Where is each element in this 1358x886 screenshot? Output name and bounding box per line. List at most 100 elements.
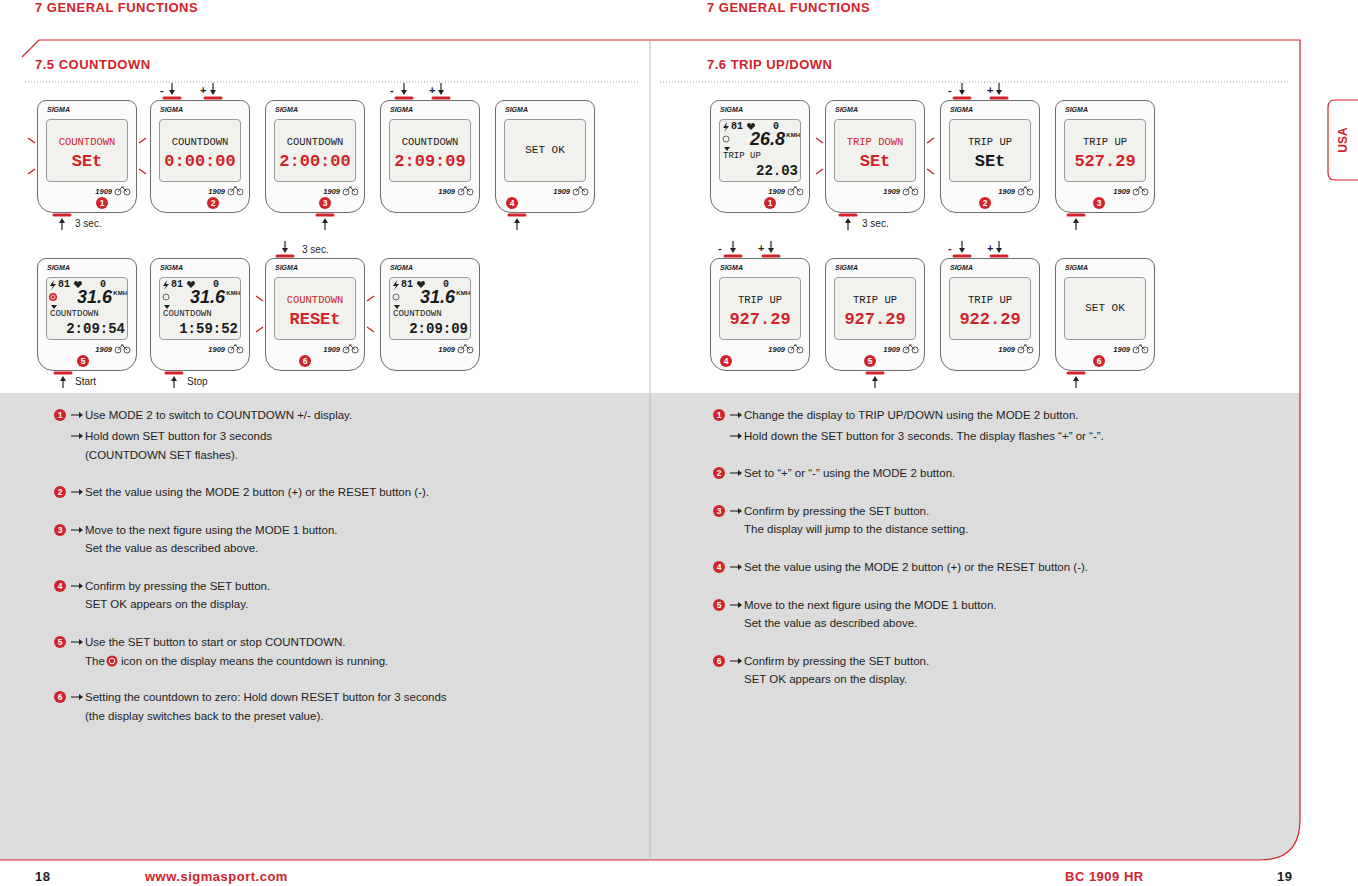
chapter-heading: 7 GENERAL FUNCTIONS [35,1,198,15]
display-unit: SIGMACOUNTDOWN2:00:001909 [265,100,365,213]
button-note: 3 sec. [75,217,102,231]
instruction-text: Setting the countdown to zero: Hold down… [85,690,447,704]
page-stroke [730,660,739,661]
page-stroke [367,296,374,301]
step-number: 2 [713,467,725,479]
brand-logo: SIGMA [160,106,183,113]
page-stroke [730,566,739,567]
display-unit: SIGMACOUNTDOWNRESEt1909 [265,258,365,371]
page-stroke [738,433,742,439]
button-sign: - [718,241,722,255]
instruction-text: (the display switches back to the preset… [85,709,323,723]
page-stroke [874,380,875,388]
page-stroke [738,658,742,664]
page-stroke [61,222,62,230]
brand-logo: SIGMA [390,106,413,113]
page-stroke [738,508,742,514]
page-stroke [210,90,216,95]
page-stroke [730,414,739,415]
display-reading: 1:59:52 [179,322,238,336]
step-number: 3 [54,524,66,536]
display-unit: SIGMASET OK1909 [495,100,595,213]
page-stroke [25,82,1290,83]
instruction-text: SET OK appears on the display. [85,597,248,611]
page-stroke [60,376,66,381]
page-stroke [1068,372,1084,375]
instruction-text: Set the value using the MODE 2 button (+… [85,485,429,499]
model-number: 1909 [1113,346,1130,354]
callout-number: 2 [979,197,991,209]
instruction-text: Move to the next figure using the MODE 1… [744,598,997,612]
footer-text: www.sigmasport.com [145,870,288,884]
page-stroke [62,380,63,388]
display-reading: COUNTDOWN [50,310,99,319]
display-reading: KMH [786,132,800,138]
display-reading: 2:09:54 [66,322,125,336]
page-stroke [768,248,774,253]
page-stroke [401,90,407,95]
button-note: 3 sec. [862,217,889,231]
page-stroke [71,414,80,415]
running-icon [107,656,118,667]
display-reading: TRIP UP [826,295,924,306]
model-number: 1909 [553,188,570,196]
callout-number: 2 [207,197,219,209]
lcd-screen [274,119,356,182]
page-stroke [284,241,285,249]
lcd-screen [834,119,916,182]
display-reading: SET OK [496,145,594,156]
display-reading: 927.29 [711,311,809,328]
brand-logo: SIGMA [275,106,298,113]
page-stroke [738,412,742,418]
model-number: 1909 [208,346,225,354]
display-reading: COUNTDOWN [381,137,479,148]
display-reading: COUNTDOWN [151,137,249,148]
chapter-heading: 7 GENERAL FUNCTIONS [707,1,870,15]
lcd-screen [949,119,1031,182]
callout-number: 5 [864,355,876,367]
callout-number: 5 [77,355,89,367]
page-stroke [961,83,962,91]
page-stroke [166,372,182,375]
lcd-screen [719,277,801,340]
display-reading: KMH [113,290,127,296]
page-stroke [816,138,823,143]
page-stroke [516,222,517,230]
page-stroke [959,248,965,253]
page-stroke [79,694,83,700]
model-number: 1909 [323,188,340,196]
display-reading: TRIP UP [1056,137,1154,148]
page-stroke [996,248,1002,253]
page-stroke [732,241,733,249]
step-number: 5 [54,636,66,648]
model-number: 1909 [95,346,112,354]
display-unit: SIGMATRIP DOWNSEt1909 [825,100,925,213]
page-stroke [730,510,739,511]
page-stroke [1075,222,1076,230]
lcd-screen [949,277,1031,340]
step-number: 2 [54,486,66,498]
model-number: 1909 [768,188,785,196]
page-stroke [738,564,742,570]
page-stroke [514,218,520,223]
page-stroke [770,241,771,249]
page-stroke [79,489,83,495]
display-unit: SIGMA81031.6KMHCOUNTDOWN2:09:541909 [37,258,137,371]
section-heading: 7.5 COUNTDOWN [35,58,151,72]
callout-number: 6 [1093,355,1105,367]
brand-logo: SIGMA [47,264,70,271]
page-stroke [1073,218,1079,223]
display-unit: SIGMA81026.8KMHTRIP UP22.031909 [710,100,810,213]
page-stroke [282,248,288,253]
display-reading: 31.6 [420,288,455,306]
step-number: 1 [54,409,66,421]
lcd-screen [274,277,356,340]
brand-logo: SIGMA [47,106,70,113]
page-stroke [256,327,263,332]
page-stroke [1328,100,1358,180]
page-stroke [317,214,333,217]
model-number: 1909 [768,346,785,354]
language-tab: USA [1336,127,1350,152]
page-stroke [54,214,70,217]
instruction-text: SET OK appears on the display. [744,672,907,686]
